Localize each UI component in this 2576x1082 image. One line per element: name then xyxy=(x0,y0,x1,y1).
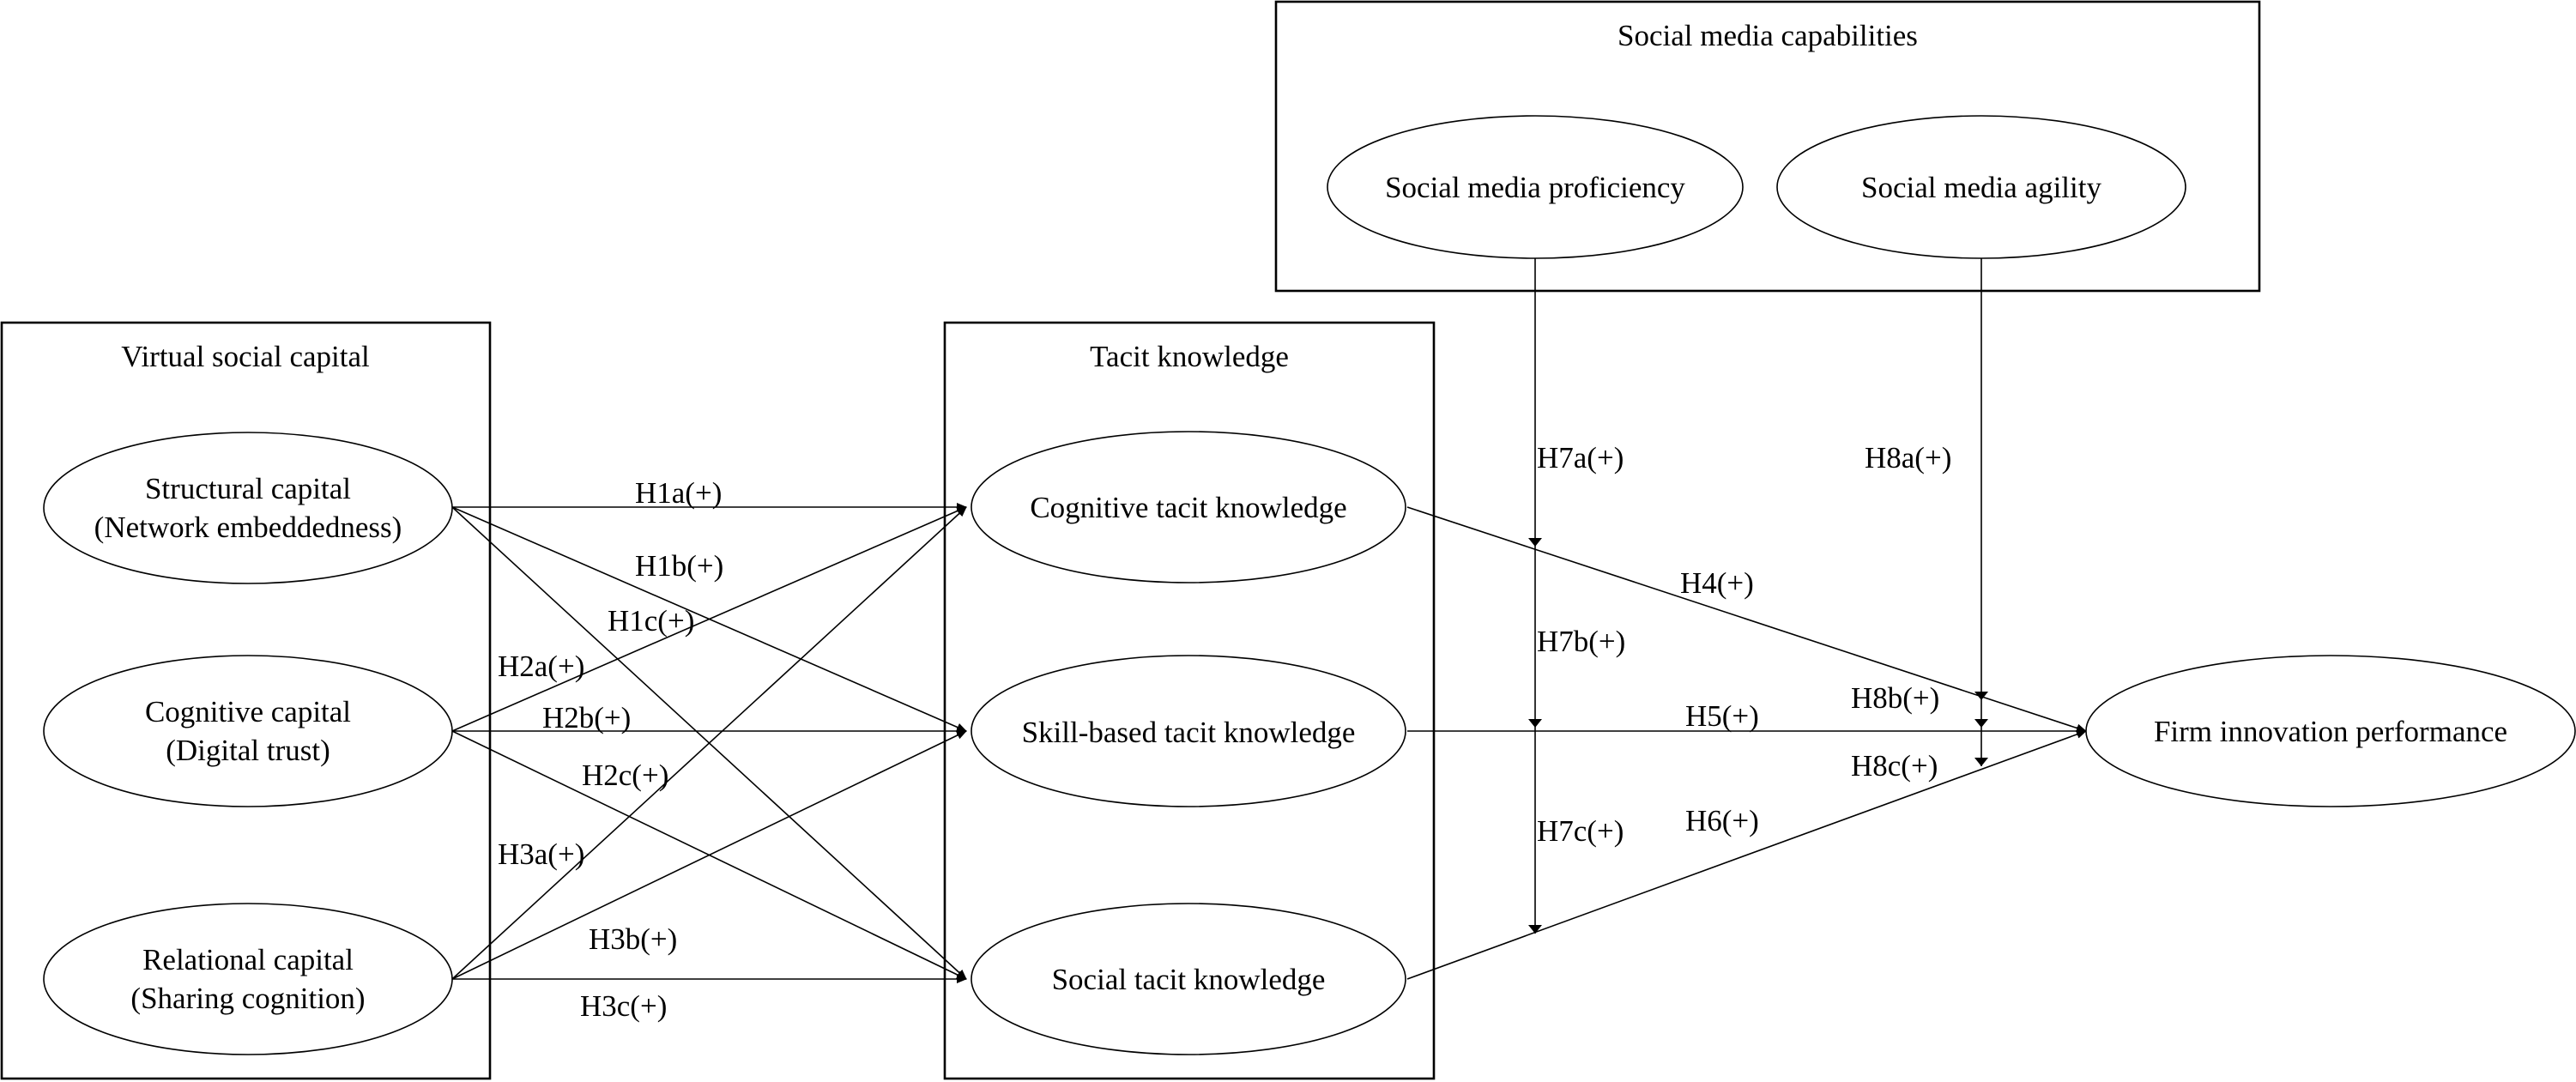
group-box-tacit-knowledge xyxy=(943,321,1436,1080)
node-ellipse xyxy=(1776,115,2186,259)
label-h8a: H8a(+) xyxy=(1865,441,1951,475)
node-label: Social tacit knowledge xyxy=(1052,963,1326,996)
arrow-h3a xyxy=(451,506,967,980)
group-box-virtual-social-capital xyxy=(0,321,492,1080)
label-h2b: H2b(+) xyxy=(542,701,631,734)
node-ellipse xyxy=(43,432,453,584)
node-social-tacit-knowledge: Social tacit knowledge xyxy=(971,903,1406,1055)
arrow-h4 xyxy=(1406,506,2087,733)
node-structural-capital: Structural capital (Network embeddedness… xyxy=(43,432,453,584)
label-h4: H4(+) xyxy=(1680,566,1754,600)
label-h6: H6(+) xyxy=(1685,804,1759,837)
node-social-media-proficiency: Social media proficiency xyxy=(1327,115,1744,259)
node-line-2: (Network embeddedness) xyxy=(94,511,402,544)
edges-capital-to-knowledge xyxy=(451,503,967,983)
arrow-h7c xyxy=(1528,925,1542,934)
label-h7a: H7a(+) xyxy=(1537,441,1624,475)
node-label: Skill-based tacit knowledge xyxy=(1022,716,1356,749)
label-h3c: H3c(+) xyxy=(580,989,667,1023)
node-label: Social media agility xyxy=(1861,171,2101,204)
label-h1b: H1b(+) xyxy=(635,549,723,583)
node-line-1: Cognitive capital xyxy=(145,695,351,728)
group-title-tacit-knowledge: Tacit knowledge xyxy=(1090,340,1289,373)
node-ellipse xyxy=(43,903,453,1055)
node-firm-innovation-performance: Firm innovation performance xyxy=(2085,655,2576,807)
node-ellipse xyxy=(971,655,1406,807)
label-h2c: H2c(+) xyxy=(582,759,668,792)
node-ellipse xyxy=(43,655,453,807)
node-label: Social media proficiency xyxy=(1385,171,1685,204)
group-title-social-media-capabilities: Social media capabilities xyxy=(1618,19,1918,52)
node-line-2: (Digital trust) xyxy=(166,734,330,767)
label-h5: H5(+) xyxy=(1685,699,1759,733)
node-ellipse xyxy=(971,431,1406,583)
label-h1c: H1c(+) xyxy=(608,604,694,638)
edges-knowledge-to-performance xyxy=(1406,506,2087,980)
group-tacit-knowledge: Tacit knowledge xyxy=(943,321,1436,1080)
arrow-h3b xyxy=(451,730,967,980)
node-cognitive-capital: Cognitive capital (Digital trust) xyxy=(43,655,453,807)
node-cognitive-tacit-knowledge: Cognitive tacit knowledge xyxy=(971,431,1406,583)
node-line-1: Relational capital xyxy=(142,943,354,976)
node-label: Cognitive tacit knowledge xyxy=(1030,491,1346,524)
arrow-h8a xyxy=(1974,692,1988,700)
node-label: Firm innovation performance xyxy=(2154,715,2507,748)
edges-moderation xyxy=(1528,230,1988,934)
arrow-h8b xyxy=(1974,719,1988,728)
label-h7b: H7b(+) xyxy=(1537,625,1625,658)
label-h2a: H2a(+) xyxy=(498,650,584,683)
group-box-social-media-capabilities xyxy=(1274,0,2261,293)
arrow-h2a xyxy=(451,506,967,732)
hypothesis-labels: H1a(+) H1b(+) H1c(+) H2a(+) H2b(+) H2c(+… xyxy=(498,441,1951,1023)
arrow-h6 xyxy=(1406,730,2087,980)
label-h8c: H8c(+) xyxy=(1851,749,1938,783)
node-ellipse xyxy=(2085,655,2576,807)
node-line-1: Structural capital xyxy=(145,472,351,505)
label-h3a: H3a(+) xyxy=(498,837,584,871)
label-h3b: H3b(+) xyxy=(589,922,677,956)
node-social-media-agility: Social media agility xyxy=(1776,115,2186,259)
group-social-media-capabilities: Social media capabilities xyxy=(1274,0,2261,293)
node-relational-capital: Relational capital (Sharing cognition) xyxy=(43,903,453,1055)
arrow-h7a xyxy=(1528,538,1542,547)
label-h1a: H1a(+) xyxy=(635,476,722,510)
arrow-h7b xyxy=(1528,719,1542,728)
label-h8b: H8b(+) xyxy=(1851,681,1939,715)
group-virtual-social-capital: Virtual social capital xyxy=(0,321,492,1080)
node-ellipse xyxy=(971,903,1406,1055)
arrow-h8c xyxy=(1974,758,1988,766)
node-skill-based-tacit-knowledge: Skill-based tacit knowledge xyxy=(971,655,1406,807)
group-title-virtual-social-capital: Virtual social capital xyxy=(121,340,370,373)
label-h7c: H7c(+) xyxy=(1537,814,1624,848)
node-ellipse xyxy=(1327,115,1744,259)
node-line-2: (Sharing cognition) xyxy=(130,982,365,1015)
